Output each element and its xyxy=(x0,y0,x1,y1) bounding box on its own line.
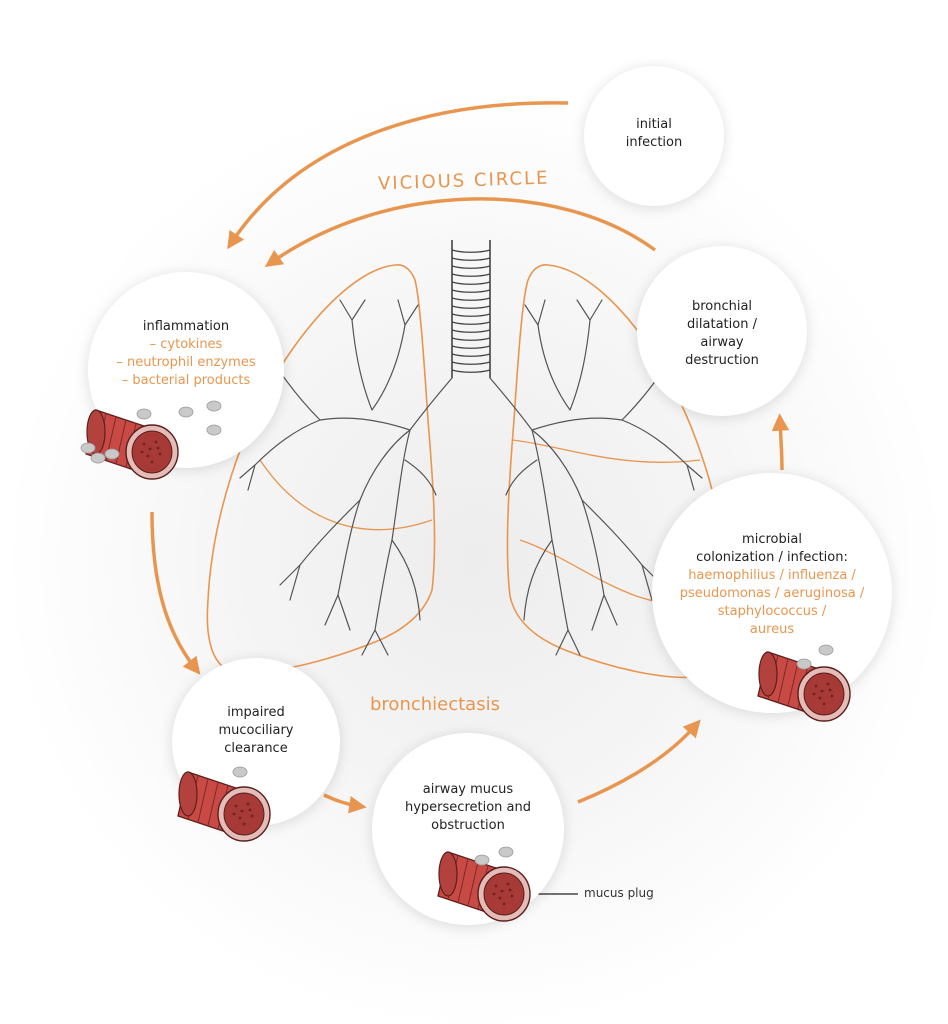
node-microbial-colonization: microbial colonization / infection: haem… xyxy=(652,473,892,713)
dilatation-line-4: destruction xyxy=(685,353,759,368)
trachea-ring xyxy=(451,265,491,269)
microbial-organism-line-3: staphylococcus / xyxy=(717,604,827,619)
initial-infection-line-2: infection xyxy=(625,135,683,150)
trachea-ring xyxy=(451,297,491,301)
node-mucus-hypersecretion: airway mucus hypersecretion and obstruct… xyxy=(372,733,564,925)
mucus-line-2: hypersecretion and xyxy=(405,800,531,815)
mucus-line-1: airway mucus xyxy=(422,782,514,797)
trachea-ring xyxy=(451,281,491,285)
trachea-ring xyxy=(451,361,491,365)
arrow-initial-to-inflammation xyxy=(227,101,569,250)
trachea-ring xyxy=(451,337,491,341)
microbial-title-line-2: colonization / infection: xyxy=(696,550,848,565)
trachea xyxy=(451,240,491,378)
trachea-ring xyxy=(451,321,491,325)
lungs-illustration xyxy=(206,240,732,679)
center-label: bronchiectasis xyxy=(370,694,500,715)
node-impaired-clearance: impaired mucociliary clearance xyxy=(172,658,340,826)
trachea-ring xyxy=(451,273,491,277)
mucus-plug-label: mucus plug xyxy=(584,886,654,900)
trachea-ring xyxy=(451,345,491,349)
node-initial-infection: initial infection xyxy=(584,66,724,206)
right-fissure-upper xyxy=(511,439,701,463)
microbial-organism-line-2: pseudomonas / aeruginosa / xyxy=(679,586,865,601)
dilatation-line-1: bronchial xyxy=(691,299,753,314)
microbial-organism-line-1: haemophilius / influenza / xyxy=(688,568,856,583)
trachea-ring xyxy=(451,329,491,333)
impaired-line-2: mucociliary xyxy=(218,723,294,738)
trachea-ring xyxy=(451,305,491,309)
node-inflammation: inflammation – cytokines – neutrophil en… xyxy=(88,272,284,468)
arrow-mucus-to-microbial xyxy=(577,719,701,804)
dilatation-line-2: dilatation / xyxy=(687,317,757,332)
microbial-title-line-1: microbial xyxy=(742,532,802,547)
impaired-line-1: impaired xyxy=(227,705,285,720)
inflammation-title: inflammation xyxy=(142,319,230,334)
inflammation-item-products: – bacterial products xyxy=(121,373,251,388)
mucus-line-3: obstruction xyxy=(431,818,505,833)
arrow-impaired-to-mucus xyxy=(323,793,367,814)
initial-infection-line-1: initial xyxy=(636,117,672,132)
arrow-dilatation-to-inflammation xyxy=(264,197,657,267)
arrow-microbial-to-dilatation xyxy=(771,413,790,471)
cycle-arrows xyxy=(150,101,790,814)
trachea-ring xyxy=(451,289,491,293)
impaired-line-3: clearance xyxy=(224,741,288,756)
node-bronchial-dilatation: bronchial dilatation / airway destructio… xyxy=(637,246,807,416)
microbial-organism-line-4: aureus xyxy=(749,622,795,637)
arrow-inflammation-to-impaired xyxy=(150,511,201,675)
trachea-ring xyxy=(451,369,491,373)
bronchial-tree xyxy=(239,299,703,656)
inflammation-item-cytokines: – cytokines xyxy=(149,337,223,352)
trachea-ring xyxy=(451,257,491,261)
trachea-ring xyxy=(451,313,491,317)
left-fissure xyxy=(259,459,433,531)
trachea-ring xyxy=(451,249,491,253)
dilatation-line-3: airway xyxy=(700,335,744,350)
inflammation-item-enzymes: – neutrophil enzymes xyxy=(116,355,256,370)
trachea-ring xyxy=(451,353,491,357)
